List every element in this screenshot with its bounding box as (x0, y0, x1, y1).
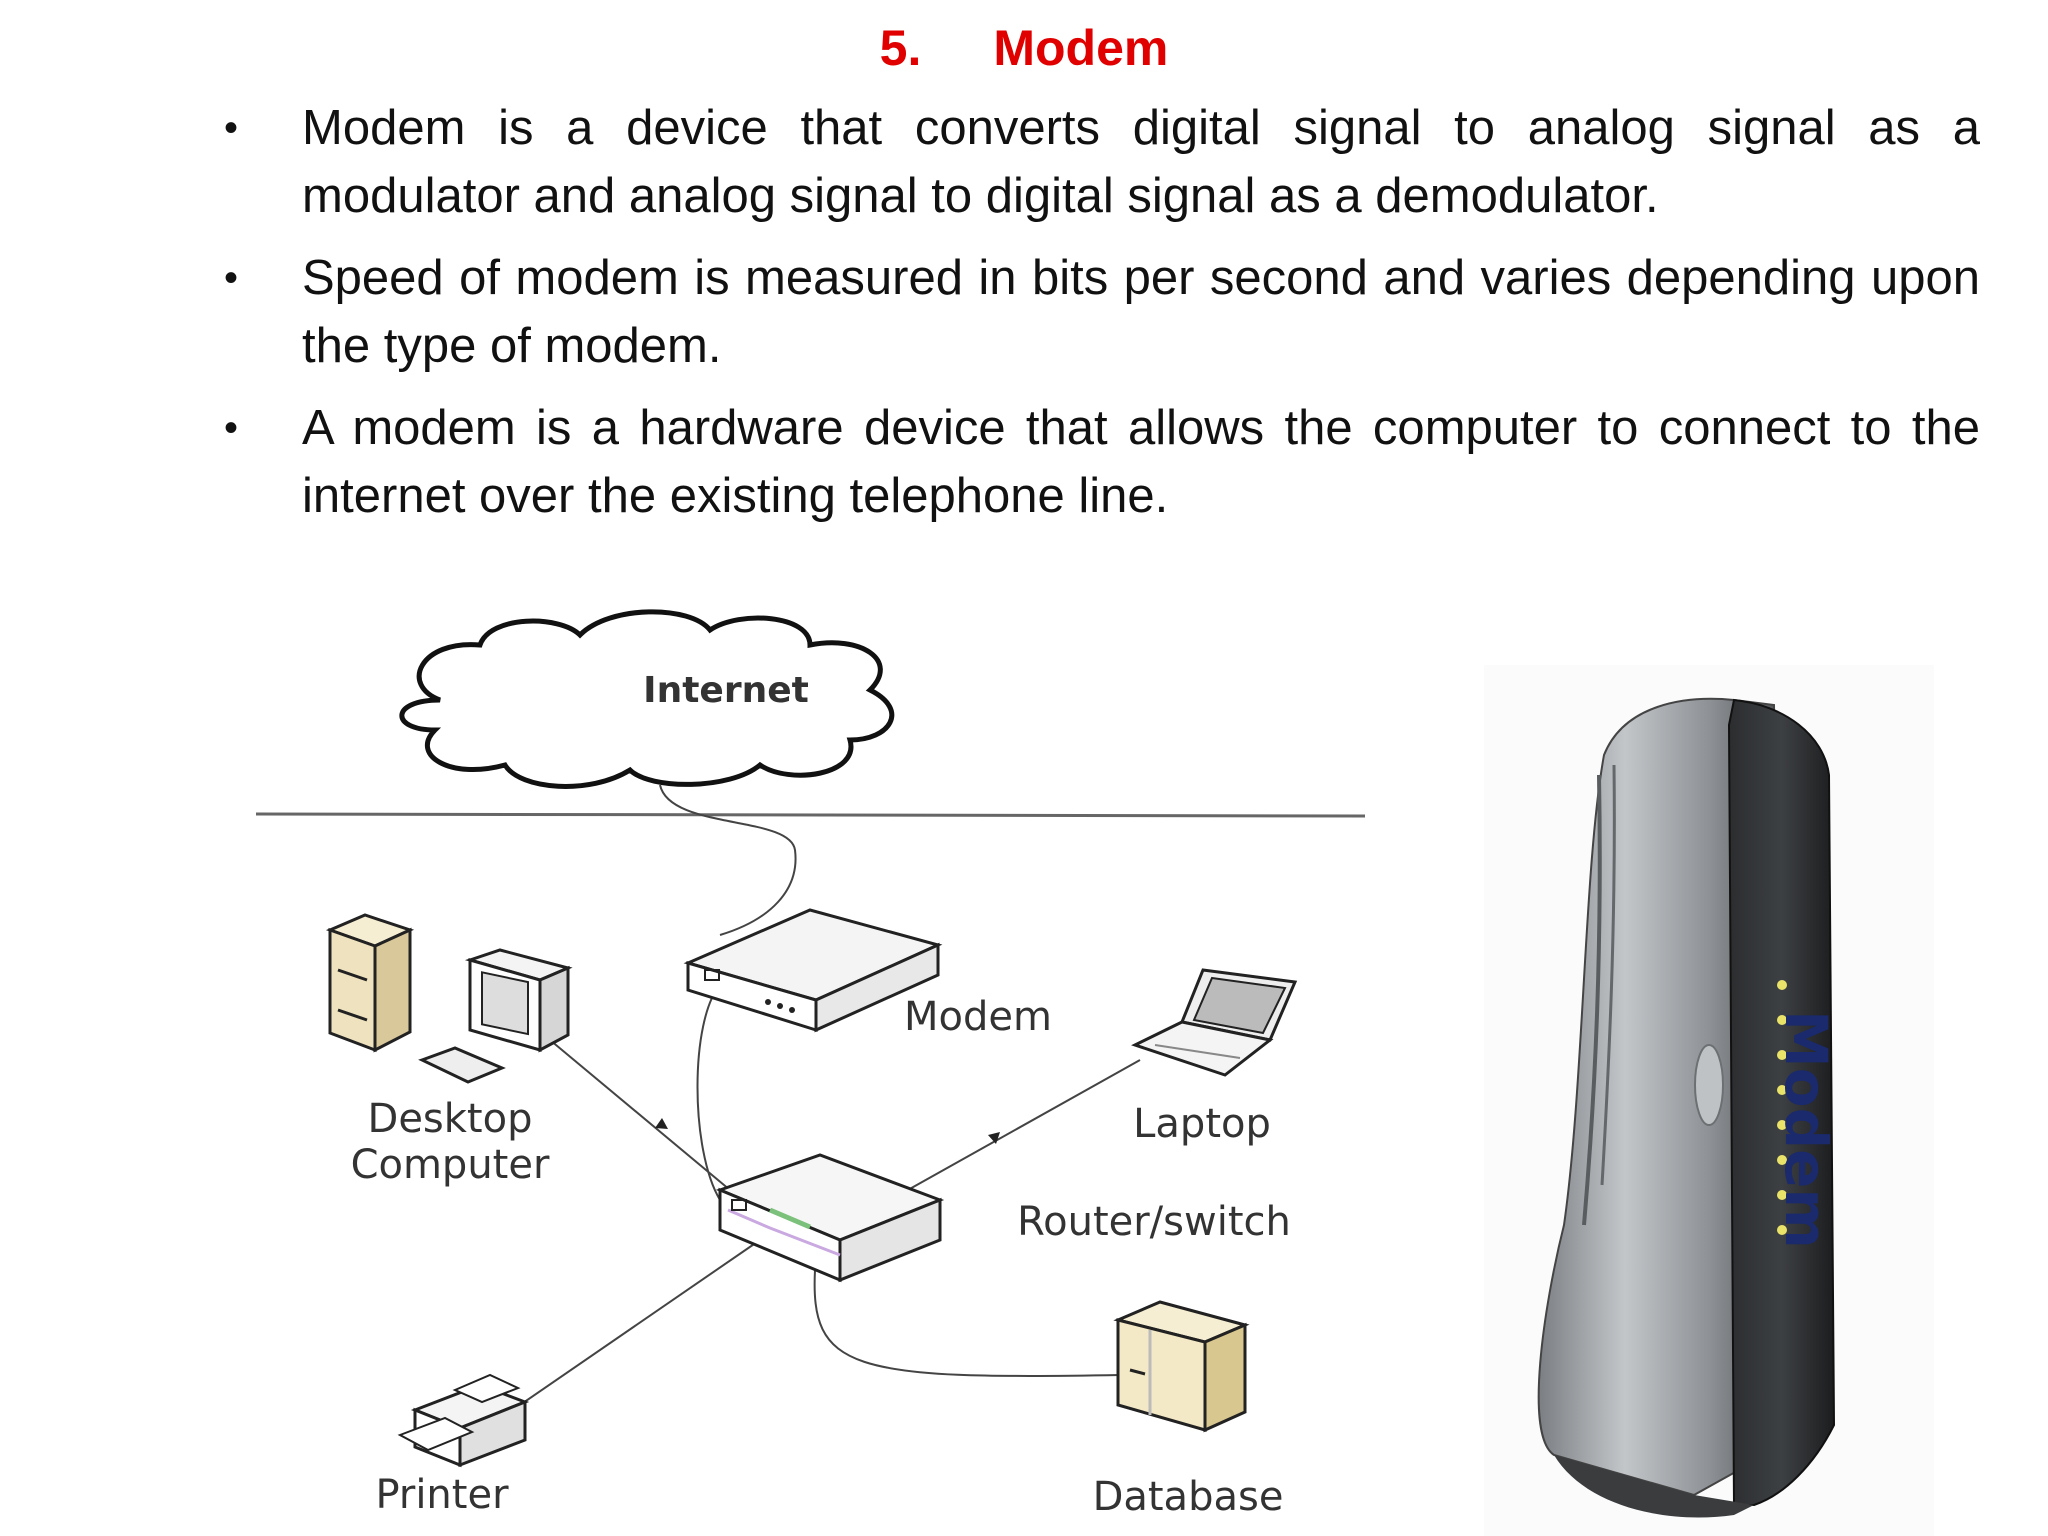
network-diagram: Internet Modem Desktop Computer Laptop (255, 609, 1366, 1520)
internet-modem-cable (659, 784, 797, 936)
printer-icon (397, 1373, 530, 1468)
modem-photo-icon (1484, 665, 1934, 1536)
desktop-router-cable (549, 1039, 731, 1191)
laptop-label: Laptop (1133, 1101, 1271, 1147)
bullet-text: A modem is a hardware device that allows… (302, 401, 1980, 523)
laptop-icon (1131, 968, 1298, 1077)
bullet-item: • A modem is a hardware device that allow… (218, 394, 1980, 530)
laptop-arrow-icon (988, 1132, 1000, 1144)
router-switch-icon (715, 1153, 945, 1283)
laptop-router-cable (889, 1059, 1141, 1201)
modem-status-lights (1777, 980, 1787, 1235)
bullet-dot-icon: • (224, 256, 239, 300)
separator-line (255, 812, 1366, 818)
heading-title: Modem (993, 20, 1169, 76)
bullet-dot-icon: • (224, 106, 239, 150)
router-database-cable (813, 1269, 1121, 1378)
bullet-text: Speed of modem is measured in bits per s… (302, 251, 1980, 373)
desktop-computer-icon (325, 913, 573, 1084)
router-label: Router/switch (1017, 1199, 1291, 1245)
desktop-label-line1: Desktop (368, 1096, 533, 1142)
router-printer-cable (519, 1239, 761, 1406)
desktop-arrow-icon (655, 1118, 668, 1129)
heading-number: 5. (879, 20, 922, 76)
printer-label: Printer (375, 1472, 509, 1518)
modem-label: Modem (904, 994, 1052, 1040)
bullet-dot-icon: • (224, 406, 239, 450)
desktop-label-line2: Computer (351, 1142, 550, 1188)
slide-heading: 5. Modem (0, 18, 2048, 78)
bullet-item: • Speed of modem is measured in bits per … (218, 244, 1980, 380)
database-label: Database (1093, 1474, 1284, 1520)
modem-router-cable (696, 984, 721, 1201)
bullet-list: • Modem is a device that converts digital… (218, 94, 1980, 544)
modem-photo-label: Modem (1772, 1010, 1840, 1249)
internet-cloud-icon (399, 609, 895, 789)
internet-label: Internet (643, 670, 809, 711)
bullet-item: • Modem is a device that converts digital… (218, 94, 1980, 230)
database-server-icon (1113, 1300, 1250, 1433)
modem-device-icon (683, 908, 943, 1033)
bullet-text: Modem is a device that converts digital … (302, 101, 1980, 223)
